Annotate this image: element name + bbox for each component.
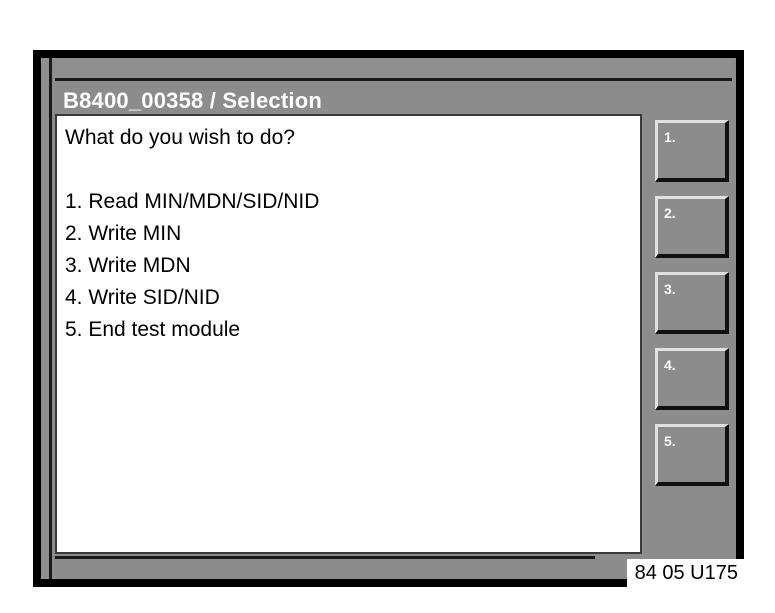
reference-label: 84 05 U175: [626, 559, 744, 587]
button-4[interactable]: 4.: [655, 348, 729, 410]
device-frame: B8400_00358 / Selection What do you wish…: [33, 50, 744, 587]
button-3[interactable]: 3.: [655, 272, 729, 334]
button-2[interactable]: 2.: [655, 196, 729, 258]
menu-option-5: 5. End test module: [65, 318, 241, 341]
menu-option-3: 3. Write MDN: [65, 254, 191, 277]
menu-option-2: 2. Write MIN: [65, 222, 182, 245]
prompt-text: What do you wish to do?: [65, 126, 295, 149]
top-bar: [55, 58, 732, 81]
menu-option-4: 4. Write SID/NID: [65, 286, 220, 309]
left-stripe: [41, 58, 52, 579]
button-5[interactable]: 5.: [655, 424, 729, 486]
menu-option-1: 1. Read MIN/MDN/SID/NID: [65, 190, 320, 213]
screen: B8400_00358 / Selection What do you wish…: [41, 58, 736, 579]
bottom-strip: [55, 556, 595, 577]
button-1[interactable]: 1.: [655, 120, 729, 182]
content-panel: What do you wish to do? 1. Read MIN/MDN/…: [55, 114, 642, 554]
window-title: B8400_00358 / Selection: [60, 88, 643, 114]
